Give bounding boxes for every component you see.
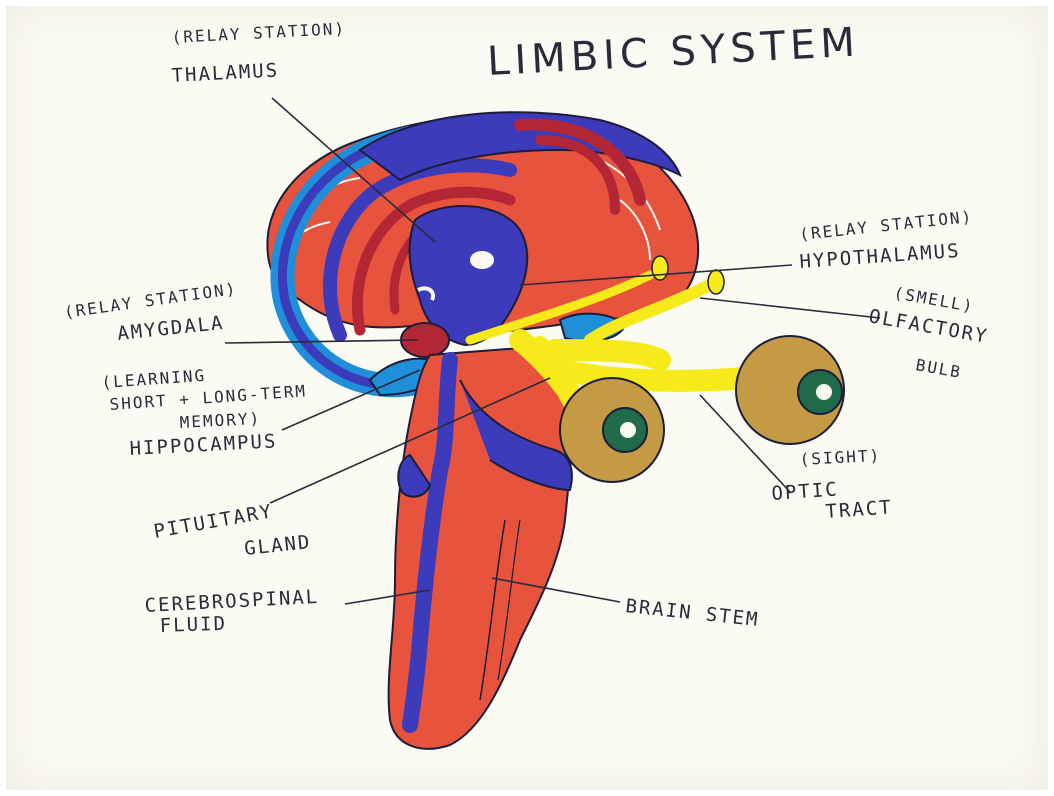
diagram-title: LIMBIC SYSTEM (486, 20, 861, 85)
hippocampus-note-line1: (LEARNING (101, 366, 207, 392)
thalamus-label: THALAMUS (171, 59, 280, 87)
hypothalamus-note: (RELAY STATION) (798, 207, 974, 244)
eye-left (560, 378, 664, 482)
amygdala-label: AMYGDALA (116, 312, 225, 345)
csf-label-line1: CEREBROSPINAL (144, 586, 320, 617)
eye-right (736, 336, 844, 444)
pituitary-label-line2: GLAND (243, 531, 312, 560)
brain-illustration (267, 112, 844, 749)
optic-tract-label-line2: TRACT (825, 496, 894, 523)
hippocampus-label: HIPPOCAMPUS (129, 430, 278, 460)
olfactory-label-line2: BULB (914, 355, 963, 382)
hippocampus-note-line3: MEMORY) (179, 409, 261, 432)
hypothalamus-label: HYPOTHALAMUS (799, 240, 961, 273)
thalamus-note: (RELAY STATION) (171, 19, 346, 47)
optic-tract-note: (SIGHT) (799, 446, 881, 469)
brain-stem-label: BRAIN STEM (624, 595, 760, 631)
csf-label-line2: FLUID (159, 613, 227, 637)
